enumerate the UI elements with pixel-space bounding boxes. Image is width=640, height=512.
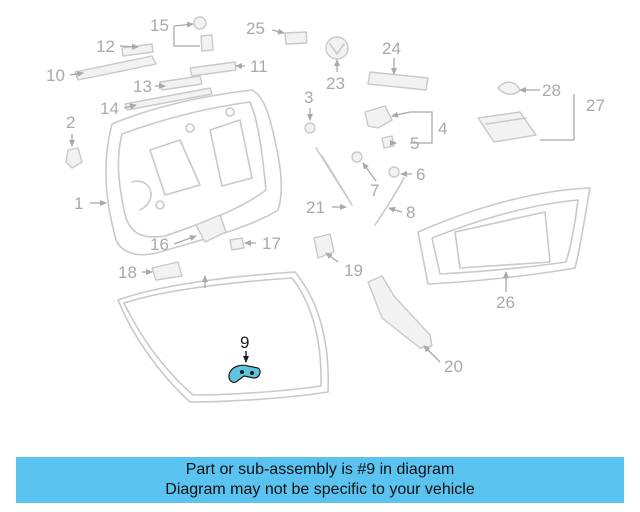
- parts-diagram: 1 2 3 4 5 6 7 8 9 10 11 12 13 14 15 16 1…: [46, 16, 605, 403]
- banner-line-2: Diagram may not be specific to your vehi…: [165, 481, 475, 498]
- banner-line-1: Part or sub-assembly is #9 in diagram: [185, 461, 455, 478]
- part-23-emblem: [325, 36, 349, 60]
- callout-26: 26: [496, 293, 515, 312]
- callout-5: 5: [410, 134, 419, 153]
- part-21-strut: [315, 147, 353, 206]
- callout-2: 2: [66, 113, 75, 132]
- callout-27: 27: [586, 96, 605, 115]
- callout-14: 14: [100, 99, 119, 118]
- callout-9: 9: [240, 333, 249, 352]
- callout-3: 3: [304, 88, 313, 107]
- part-9-highlighted[interactable]: [228, 364, 261, 383]
- callout-25: 25: [246, 19, 265, 38]
- callout-7: 7: [370, 181, 379, 200]
- callout-4: 4: [438, 119, 447, 138]
- parts-6-7-8: [351, 151, 405, 226]
- callout-17: 17: [262, 234, 281, 253]
- callout-10: 10: [46, 66, 65, 85]
- callout-28: 28: [542, 81, 561, 100]
- part-26-trim-panel: [417, 187, 591, 285]
- upper-trim-parts: [74, 43, 237, 111]
- weatherstrip-seal: [117, 271, 330, 403]
- callout-16: 16: [150, 235, 169, 254]
- callout-12: 12: [96, 37, 115, 56]
- parts-27-28-lamp: [477, 81, 537, 143]
- leader-lines: [69, 21, 575, 363]
- info-banner: Part or sub-assembly is #9 in diagram Di…: [16, 457, 624, 503]
- parts-4-5-hinge: [364, 105, 395, 149]
- part-3-clip: [304, 122, 316, 134]
- trunk-lid: [105, 89, 283, 256]
- callout-13: 13: [133, 77, 152, 96]
- callout-6: 6: [416, 165, 425, 184]
- part-19-bracket: [313, 233, 335, 259]
- callout-18: 18: [118, 263, 137, 282]
- callout-19: 19: [344, 261, 363, 280]
- part-15-lock-cylinder: [193, 16, 214, 52]
- callout-1: 1: [74, 194, 83, 213]
- parts-16-17-18-latch: [151, 214, 245, 281]
- part-24-badge: [367, 71, 429, 91]
- callout-21: 21: [306, 198, 325, 217]
- callout-15: 15: [150, 16, 169, 35]
- callout-11: 11: [250, 57, 268, 76]
- part-2-bracket: [65, 147, 83, 169]
- callout-labels: 1 2 3 4 5 6 7 8 9 10 11 12 13 14 15 16 1…: [46, 16, 605, 376]
- callout-23: 23: [326, 74, 345, 93]
- part-20-hinge-arm: [367, 275, 433, 349]
- callout-24: 24: [382, 39, 401, 58]
- callout-20: 20: [444, 357, 463, 376]
- callout-8: 8: [406, 203, 415, 222]
- part-25-tag: [284, 31, 308, 45]
